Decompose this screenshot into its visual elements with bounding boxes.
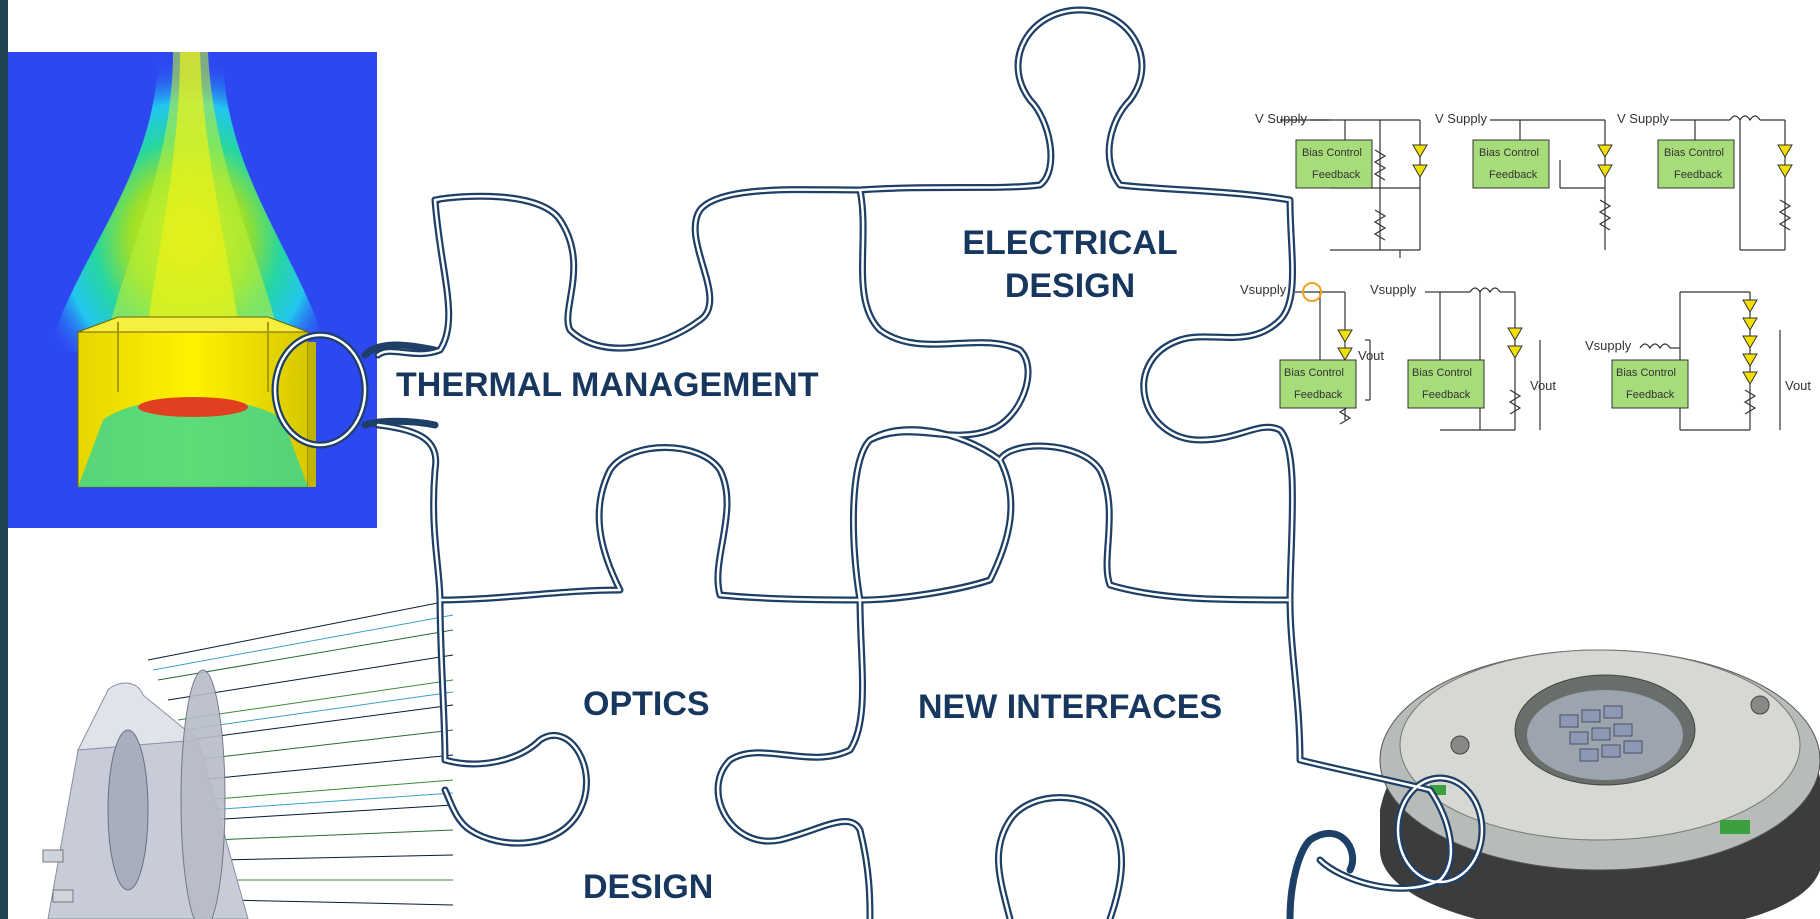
supply-label-3: V Supply bbox=[1617, 111, 1670, 126]
feedback-label-1: Feedback bbox=[1312, 169, 1361, 181]
thermal-simulation-image bbox=[8, 52, 377, 528]
optics-raytrace-image bbox=[8, 600, 453, 919]
feedback-label-2: Feedback bbox=[1489, 169, 1538, 181]
bias-control-label-2: Bias Control bbox=[1479, 147, 1539, 159]
optics-design-label: DESIGN bbox=[583, 868, 714, 906]
vout-label-4: Vout bbox=[1358, 348, 1384, 363]
supply-label-6: Vsupply bbox=[1585, 338, 1632, 353]
circuit-4: Vsupply Bias Control Feedback Vout bbox=[1240, 282, 1384, 425]
vout-label-6: Vout bbox=[1785, 378, 1811, 393]
supply-label-2: V Supply bbox=[1435, 111, 1488, 126]
electrical-label-line2: DESIGN bbox=[1004, 266, 1136, 305]
bias-control-circuits: V Supply Bias Control Feedback V Supply bbox=[1240, 100, 1820, 490]
supply-label-4: Vsupply bbox=[1240, 282, 1287, 297]
circuit-1: V Supply Bias Control Feedback bbox=[1255, 111, 1428, 258]
bias-control-label-6: Bias Control bbox=[1616, 367, 1676, 379]
electrical-design-label: ELECTRICAL DESIGN bbox=[945, 222, 1195, 307]
feedback-label-4: Feedback bbox=[1294, 389, 1343, 401]
feedback-label-5: Feedback bbox=[1422, 389, 1471, 401]
supply-label-1: V Supply bbox=[1255, 111, 1308, 126]
bias-control-label-4: Bias Control bbox=[1284, 367, 1344, 379]
bias-control-label-3: Bias Control bbox=[1664, 147, 1724, 159]
bias-control-label-5: Bias Control bbox=[1412, 367, 1472, 379]
feedback-label-3: Feedback bbox=[1674, 169, 1723, 181]
left-edge-bar bbox=[0, 0, 8, 919]
circuit-5: Vsupply Bias Control Feedback Vout bbox=[1370, 282, 1556, 431]
circuit-3: V Supply Bias Control Feedback bbox=[1617, 111, 1793, 251]
bias-control-label-1: Bias Control bbox=[1302, 147, 1362, 159]
new-interfaces-label: NEW INTERFACES bbox=[918, 688, 1223, 726]
vout-label-5: Vout bbox=[1530, 378, 1556, 393]
electrical-label-line1: ELECTRICAL bbox=[962, 224, 1178, 262]
thermal-management-label: THERMAL MANAGEMENT bbox=[396, 366, 819, 404]
circuit-6: Vsupply Bias Control Feedback Vout bbox=[1585, 291, 1811, 431]
optics-label: OPTICS bbox=[583, 685, 710, 723]
feedback-label-6: Feedback bbox=[1626, 389, 1675, 401]
circuit-2: V Supply Bias Control Feedback bbox=[1435, 111, 1613, 250]
supply-label-5: Vsupply bbox=[1370, 282, 1417, 297]
led-module-image bbox=[1360, 610, 1820, 919]
